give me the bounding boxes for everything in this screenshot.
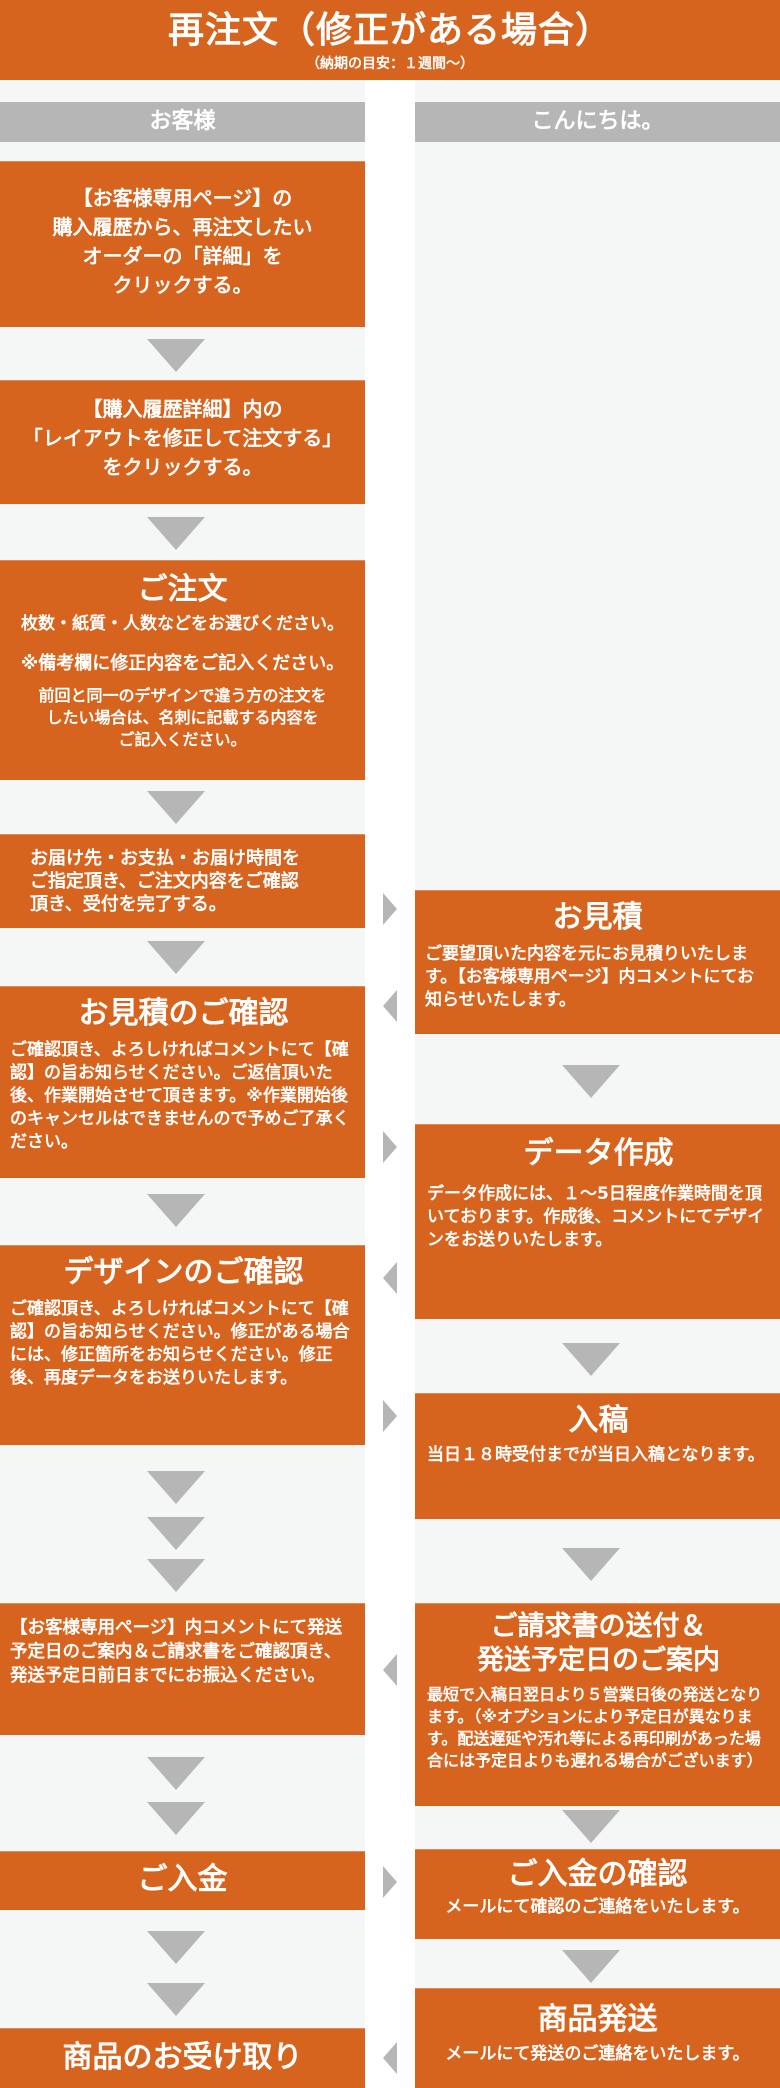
arrow-right-icon — [383, 1131, 397, 1163]
company-column-header: こんにちは。 — [415, 102, 780, 142]
arrow-down-icon — [147, 1757, 205, 1790]
step-note: ※備考欄に修正内容をご記入ください。 — [20, 653, 345, 674]
step-text: メールにて確認のご連絡をいたします。 — [445, 1897, 750, 1917]
step-text: 【購入履歴詳細】内の 「レイアウトを修正して注文する」 をクリックする。 — [22, 397, 343, 479]
arrow-down-icon — [147, 1559, 205, 1592]
step-text: 【お客様専用ページ】の 購入履歴から、再注文したい オーダーの「詳細」を クリッ… — [52, 186, 313, 297]
customer-step-payment: ご入金 — [0, 1851, 365, 1910]
arrow-down-icon — [562, 1810, 620, 1843]
arrow-left-icon — [383, 1262, 397, 1294]
customer-step-order: ご注文 枚数・紙質・人数などをお選びください。 ※備考欄に修正内容をご記入くださ… — [0, 560, 365, 780]
step-title: ご入金の確認 — [507, 1857, 688, 1892]
arrow-left-icon — [383, 1654, 397, 1686]
arrow-down-icon — [147, 791, 205, 824]
step-text: ご確認頂き、よろしければコメントにて【確認】の旨お知らせください。修正がある場合… — [10, 1299, 350, 1388]
step-text: ご確認頂き、よろしければコメントにて【確認】の旨お知らせください。ご返信頂いた後… — [10, 1040, 350, 1152]
step-title: 商品のお受け取り — [62, 2040, 303, 2075]
arrow-down-icon — [147, 1983, 205, 2016]
step-title: お見積 — [552, 900, 643, 935]
customer-step-design-confirm: デザインのご確認 ご確認頂き、よろしければコメントにて【確認】の旨お知らせくださ… — [0, 1245, 365, 1445]
company-step-submission: 入稿 当日１８時受付までが当日入稿となります。 — [415, 1393, 780, 1519]
arrow-down-icon — [147, 1194, 205, 1227]
step-title: 商品発送 — [537, 2002, 658, 2037]
arrow-right-icon — [383, 893, 397, 925]
step-text: お届け先・お支払・お届け時間を ご指定頂き、ご注文内容をご確認 頂き、受付を完了… — [30, 848, 300, 915]
arrow-down-icon — [562, 1950, 620, 1983]
step-title: デザインのご確認 — [63, 1255, 304, 1290]
step-title: ご注文 — [137, 572, 228, 607]
step-title: ご入金 — [137, 1862, 228, 1897]
step-line: 前回と同一のデザインで違う方の注文を したい場合は、名刺に記載する内容を ご記入… — [38, 686, 327, 749]
customer-step-receive: 商品のお受け取り — [0, 2028, 365, 2088]
arrow-right-icon — [383, 1866, 397, 1898]
company-step-shipping: 商品発送 メールにて発送のご連絡をいたします。 — [415, 1988, 780, 2088]
page-title: 再注文（修正がある場合） — [167, 10, 612, 51]
customer-step-invoice-confirm: 【お客様専用ページ】内コメントにて発送予定日のご案内＆ご請求書をご確認頂き、発送… — [0, 1603, 365, 1735]
company-step-estimate: お見積 ご要望頂いた内容を元にお見積りいたします。【お客様専用ページ】内コメント… — [415, 890, 780, 1034]
step-text: 当日１８時受付までが当日入稿となります。 — [427, 1445, 765, 1465]
step-text: データ作成には、１～5日程度作業時間を頂いております。作成後、コメントにてデザイ… — [427, 1184, 765, 1250]
step-title: データ作成 — [523, 1136, 674, 1171]
arrow-down-icon — [147, 339, 205, 372]
customer-step-select-order: 【お客様専用ページ】の 購入履歴から、再注文したい オーダーの「詳細」を クリッ… — [0, 161, 365, 327]
step-text: 【お客様専用ページ】内コメントにて発送予定日のご案内＆ご請求書をご確認頂き、発送… — [10, 1618, 343, 1686]
step-line: 枚数・紙質・人数などをお選びください。 — [21, 614, 344, 634]
arrow-down-icon — [147, 1931, 205, 1964]
customer-step-complete-order: お届け先・お支払・お届け時間を ご指定頂き、ご注文内容をご確認 頂き、受付を完了… — [0, 834, 365, 928]
company-step-payment-confirm: ご入金の確認 メールにて確認のご連絡をいたします。 — [415, 1849, 780, 1939]
arrow-down-icon — [147, 1517, 205, 1550]
step-text: ご要望頂いた内容を元にお見積りいたします。【お客様専用ページ】内コメントにてお知… — [425, 944, 754, 1010]
arrow-down-icon — [562, 1065, 620, 1098]
company-step-data-creation: データ作成 データ作成には、１～5日程度作業時間を頂いております。作成後、コメン… — [415, 1124, 780, 1319]
step-text: 最短で入稿日翌日より５営業日後の発送となります。（※オプションにより予定日が異な… — [427, 1685, 763, 1770]
arrow-down-icon — [147, 1471, 205, 1504]
arrow-right-icon — [383, 1400, 397, 1432]
arrow-down-icon — [562, 1343, 620, 1376]
arrow-down-icon — [147, 1802, 205, 1835]
step-title: お見積のご確認 — [78, 996, 289, 1031]
step-title: ご請求書の送付＆ 発送予定日のご案内 — [477, 1611, 720, 1676]
arrow-down-icon — [147, 941, 205, 974]
step-title: 入稿 — [568, 1403, 629, 1438]
page-header: 再注文（修正がある場合） （納期の目安：１週間～） — [0, 0, 780, 80]
customer-column-header: お客様 — [0, 102, 365, 142]
step-text: メールにて発送のご連絡をいたします。 — [445, 2044, 750, 2064]
customer-step-modify-layout: 【購入履歴詳細】内の 「レイアウトを修正して注文する」 をクリックする。 — [0, 380, 365, 504]
customer-step-estimate-confirm: お見積のご確認 ご確認頂き、よろしければコメントにて【確認】の旨お知らせください… — [0, 986, 365, 1178]
arrow-left-icon — [383, 990, 397, 1022]
arrow-down-icon — [562, 1548, 620, 1581]
delivery-estimate: （納期の目安：１週間～） — [306, 56, 474, 72]
arrow-down-icon — [147, 517, 205, 550]
arrow-left-icon — [383, 2042, 397, 2074]
company-step-invoice: ご請求書の送付＆ 発送予定日のご案内 最短で入稿日翌日より５営業日後の発送となり… — [415, 1603, 780, 1806]
